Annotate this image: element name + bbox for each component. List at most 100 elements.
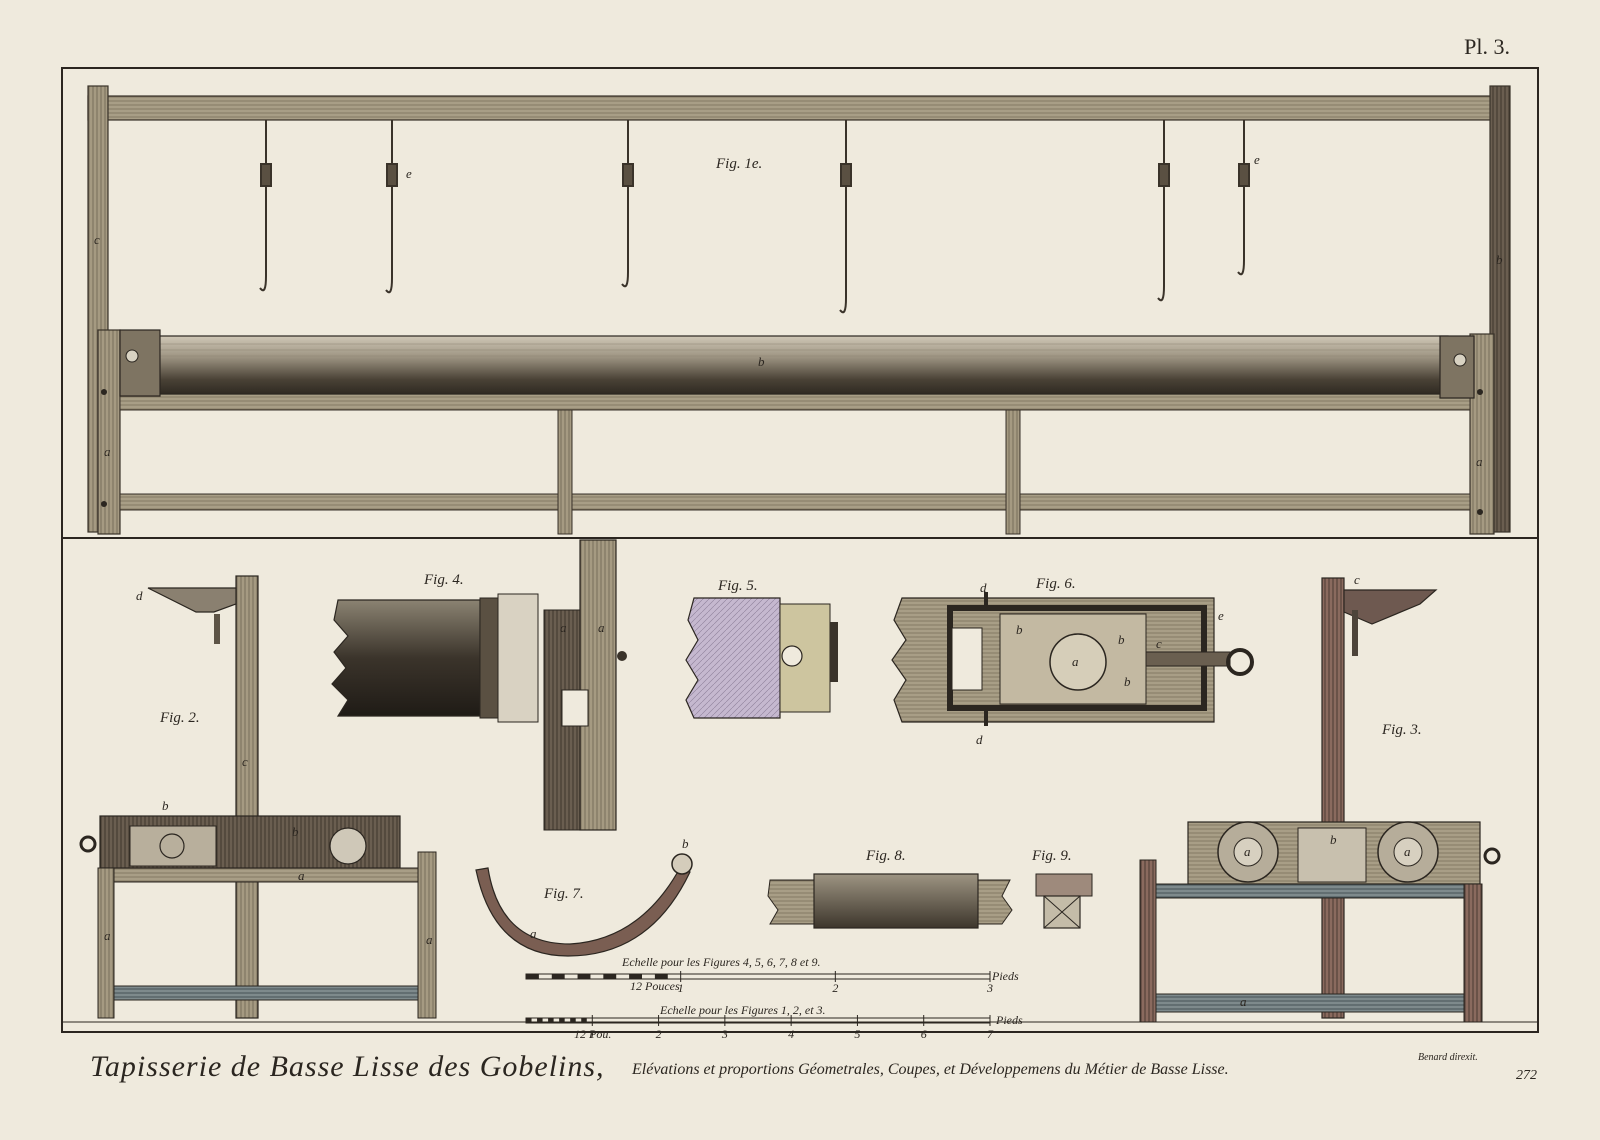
letter-b: b (1118, 632, 1125, 647)
fig6-bracket-plan (891, 592, 1254, 726)
cord-weight (386, 163, 398, 187)
letter-c: c (1354, 572, 1360, 587)
hanging-cord (385, 120, 393, 294)
fig1-left-leg (97, 329, 121, 535)
fig2-left-leg (97, 867, 115, 1019)
scale1-right-unit: Pieds (991, 969, 1019, 983)
fig1-bolt-dots (101, 389, 1483, 515)
fig4-slot (561, 689, 589, 727)
letter-b: b (758, 354, 765, 369)
fig1-lower-rail (119, 493, 1471, 511)
fig1-roller-end-right (1439, 335, 1475, 399)
fig1-upper-rail (119, 393, 1471, 411)
fig9-label: Fig. 9. (1031, 848, 1072, 864)
fig1-bolt-left (125, 349, 139, 363)
letter-a: a (530, 926, 537, 941)
letter-b: b (1016, 622, 1023, 637)
letter-a: a (598, 620, 605, 635)
fig1-strut-right (1005, 409, 1021, 535)
fig2-bracket-bolt (214, 614, 220, 644)
fig2-loom-side-view (79, 575, 437, 1019)
letter-b: b (1124, 674, 1131, 689)
fig3-rail (1139, 883, 1481, 899)
fig5-hole (781, 645, 803, 667)
fig8-cylinder (813, 873, 979, 929)
fig4-label: Fig. 4. (423, 572, 464, 588)
fig1-top-beam (87, 95, 1509, 121)
fig3-left-leg (1139, 859, 1157, 1023)
scale2-division (526, 1018, 532, 1023)
fig7-lever (475, 867, 691, 957)
fig3-center-plate (1297, 827, 1367, 883)
cord-weight (622, 163, 634, 187)
fig1-hanging-cords (259, 120, 1250, 314)
letter-a: a (1476, 454, 1483, 469)
scale1-division (654, 974, 668, 979)
scale1-left-unit: 12 Pouces (630, 979, 680, 993)
letter-d: d (136, 588, 143, 603)
cord-weight (840, 163, 852, 187)
fig3-roller-left-hub (1233, 837, 1263, 867)
scale2-tick-label: 7 (987, 1027, 994, 1041)
fig6-screw (1145, 651, 1231, 667)
fig9-cap (1035, 873, 1093, 897)
fig1-label: Fig. 1e. (715, 156, 762, 172)
fig3-bracket (1343, 589, 1438, 625)
fig3-right-leg (1463, 883, 1483, 1023)
fig1-loom-elevation (87, 85, 1511, 535)
letter-b: b (292, 824, 299, 839)
plate-border (61, 67, 1539, 1033)
fig3-handle (1483, 847, 1501, 865)
fig5-bar (830, 622, 838, 682)
letter-c: c (94, 232, 100, 247)
fig3-bracket-bolt (1352, 610, 1358, 656)
hanging-cord (621, 120, 629, 288)
hanging-cord (1237, 120, 1245, 276)
fig2-tall-post (235, 575, 259, 1019)
scale1-division (629, 974, 642, 979)
fig4-collar (479, 597, 499, 719)
hanging-cord (259, 120, 267, 292)
fig3-tall-post (1321, 577, 1345, 1019)
cord-weight (260, 163, 272, 187)
letter-a: a (1404, 844, 1411, 859)
fig7-curved-lever (475, 853, 693, 957)
fig7-label: Fig. 7. (543, 886, 584, 902)
hanging-cord (1157, 120, 1165, 302)
fig1-right-post (1489, 85, 1511, 533)
fig2-bottom-rail (109, 985, 431, 1001)
plate-subtitle: Elévations et proportions Géometrales, C… (632, 1061, 1229, 1078)
fig2-label: Fig. 2. (159, 710, 200, 726)
letter-a: a (104, 444, 111, 459)
scale2-right-unit: Pieds (995, 1013, 1023, 1027)
engraver-credit: Benard direxit. (1418, 1052, 1478, 1063)
scale2-tick-label: 5 (854, 1027, 860, 1041)
letter-c: c (242, 754, 248, 769)
fig2-roller-circle (329, 827, 367, 865)
fig8-label: Fig. 8. (865, 848, 906, 864)
letter-a: a (560, 620, 567, 635)
fig3-loom-side-view (1139, 577, 1501, 1023)
letter-a: a (1072, 654, 1079, 669)
scale2-division (570, 1018, 576, 1023)
letter-a: a (298, 868, 305, 883)
fig6-label: Fig. 6. (1035, 576, 1076, 592)
hanging-cord (839, 120, 847, 314)
letter-b: b (162, 798, 169, 813)
plate-number: Pl. 3. (1464, 34, 1510, 59)
fig3-roller-right-hub (1393, 837, 1423, 867)
scale1-division (577, 974, 591, 979)
letter-b: b (682, 836, 689, 851)
letter-d: d (976, 732, 983, 747)
scale1-tick-label: 3 (986, 981, 993, 995)
fig3-bottom-rail (1145, 993, 1477, 1013)
plate-title: Tapisserie de Basse Lisse des Gobelins, (90, 1050, 605, 1083)
letter-e: e (406, 166, 412, 181)
fig2-handle (79, 835, 97, 853)
letter-b: b (1496, 252, 1503, 267)
scale1-division (551, 974, 565, 979)
fig8-beam-section (767, 873, 1013, 929)
scale1-tick-label: 1 (678, 981, 684, 995)
fig2-bracket (147, 587, 237, 613)
